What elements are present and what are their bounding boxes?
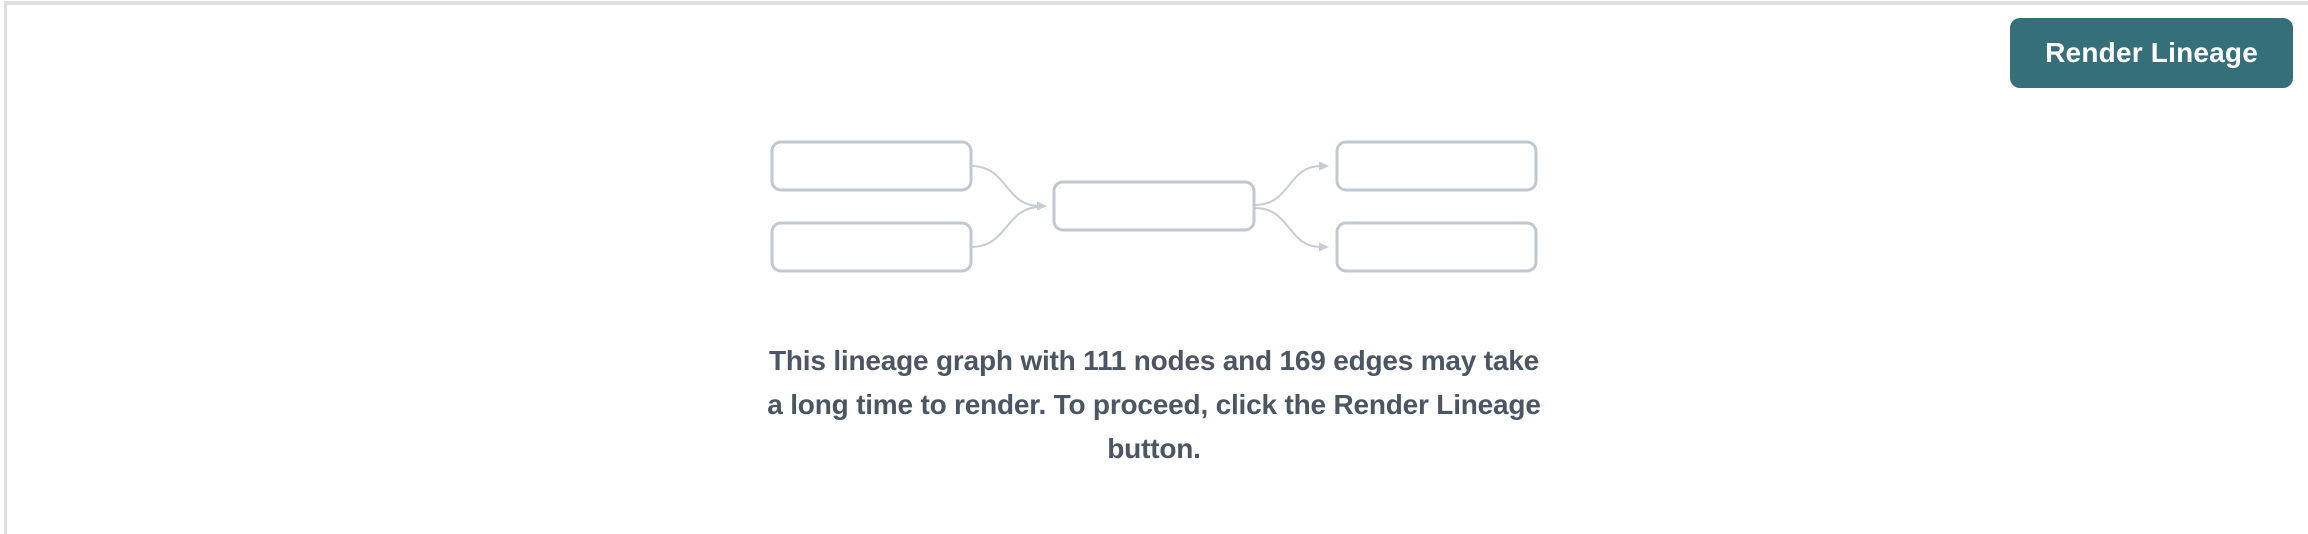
panel-left-divider: [4, 1, 7, 534]
message-line-1: This lineage graph with 111 nodes and 16…: [769, 345, 1539, 376]
node-left-top: [770, 140, 973, 192]
placeholder-nodes: [770, 140, 1538, 273]
node-right-top: [1335, 140, 1538, 192]
render-lineage-button[interactable]: Render Lineage: [2010, 18, 2293, 88]
placeholder-edges: [970, 161, 1329, 252]
node-right-bottom: [1335, 221, 1538, 273]
message-line-3: button.: [1107, 433, 1201, 464]
edge-left-top: [970, 165, 1047, 211]
lineage-placeholder-graphic: [770, 140, 1538, 273]
node-left-bottom: [770, 221, 973, 273]
node-center: [1052, 180, 1256, 232]
message-line-2: a long time to render. To proceed, click…: [767, 389, 1541, 420]
edge-left-bottom: [970, 206, 1040, 248]
edge-right-bottom: [1254, 207, 1329, 252]
panel-top-divider: [6, 1, 2308, 5]
edge-right-top: [1254, 161, 1329, 206]
render-warning-message: This lineage graph with 111 nodes and 16…: [767, 339, 1541, 471]
lineage-placeholder: This lineage graph with 111 nodes and 16…: [767, 140, 1541, 471]
